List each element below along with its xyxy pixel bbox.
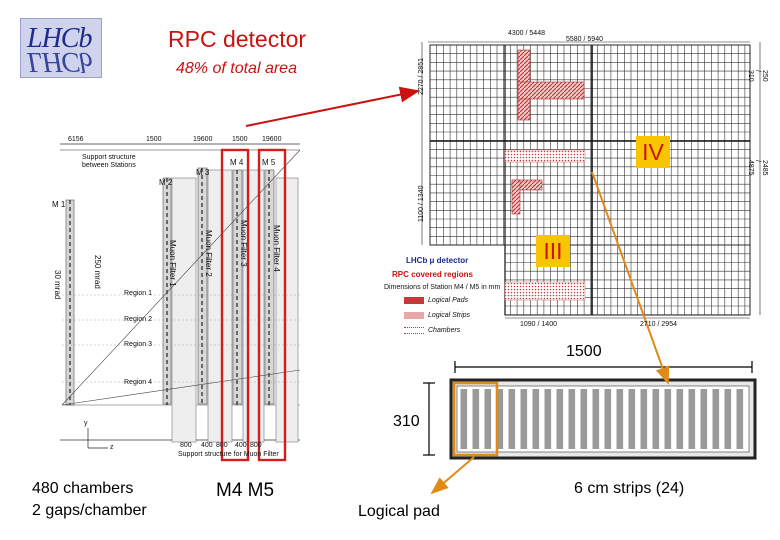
axis-y-label: y (84, 420, 88, 427)
quad-dim-bottom-0: 1090 / 1400 (520, 321, 557, 328)
dim-top-3: 1500 (232, 136, 248, 143)
region-4-label: Region 4 (124, 379, 153, 386)
legend-pads-swatch (404, 297, 424, 304)
station-m5-label: M 5 (262, 158, 276, 167)
quadrant-upper-area (429, 44, 751, 246)
readout-strip (460, 389, 468, 449)
readout-strip (724, 389, 732, 449)
readout-strip (652, 389, 660, 449)
m4-highlight-box (220, 148, 250, 462)
readout-strip (520, 389, 528, 449)
dim-bottom-3: 400 (235, 442, 247, 449)
readout-strip (472, 389, 480, 449)
logical-pad-highlight (452, 381, 499, 457)
strip-pointer-arrow (591, 171, 670, 385)
quad-dim-right-top: 250 / 310 (747, 70, 768, 82)
readout-strip (628, 389, 636, 449)
lhcb-logo: LHCb LHCb (20, 18, 102, 78)
dim-top-0: 6156 (68, 136, 84, 143)
readout-strip (664, 389, 672, 449)
caption-gaps: 2 gaps/chamber (32, 502, 147, 519)
m5-highlight-box (257, 148, 287, 462)
readout-strip (508, 389, 516, 449)
readout-strip (640, 389, 648, 449)
quad-dim-left-1: 1100 / 1340 (418, 185, 425, 222)
readout-strip (700, 389, 708, 449)
caption-logical-pad: Logical pad (358, 503, 440, 520)
region-iv-label: IV (636, 136, 670, 168)
chamber-row-iii (504, 281, 586, 301)
legend-pads-label: Logical Pads (428, 297, 469, 304)
readout-strip (532, 389, 540, 449)
legend-caption: Dimensions of Station M4 / M5 in mm (384, 284, 501, 291)
quad-dim-left-0: 2270 / 2851 (418, 58, 425, 95)
region-2-label: Region 2 (124, 316, 153, 323)
axis-z-label: z (110, 444, 114, 451)
support-note-line1: Support structure (82, 154, 136, 161)
readout-strip (496, 389, 504, 449)
legend-chambers-swatch (404, 327, 424, 334)
quad-dim-bottom-1: 2710 / 2954 (640, 321, 677, 328)
muon-filter-3: Muon Filter 3 (239, 220, 248, 267)
station-side-view (60, 143, 301, 449)
readout-strip (568, 389, 576, 449)
dim-top-1: 1500 (146, 136, 162, 143)
readout-strip (544, 389, 552, 449)
region-3-label: Region 3 (124, 341, 153, 348)
station-m4-label: M 4 (230, 158, 244, 167)
chamber-width-label: 1500 (566, 343, 602, 360)
legend-title: LHCb μ detector (406, 256, 469, 265)
legend-chambers-label: Chambers (428, 327, 461, 334)
slide-title: RPC detector (168, 26, 307, 52)
readout-strip (556, 389, 564, 449)
legend-subtitle: RPC covered regions (392, 270, 473, 279)
dim-bottom-0: 800 (180, 442, 192, 449)
caption-strips: 6 cm strips (24) (574, 480, 685, 497)
dim-top-4: 19600 (262, 136, 282, 143)
logo-text: LHCb (27, 23, 92, 54)
angle-250mrad: 250 mrad (93, 255, 102, 289)
readout-strip (580, 389, 588, 449)
readout-strip (592, 389, 600, 449)
quadrant-grid (429, 44, 751, 316)
station-m3-label: M 3 (196, 168, 210, 177)
dim-bottom-1: 400 (201, 442, 213, 449)
legend-strips-swatch (404, 312, 424, 319)
readout-strip (484, 389, 492, 449)
station-m2-label: M 2 (159, 178, 173, 187)
chamber-drawing (423, 361, 757, 460)
readout-strip (688, 389, 696, 449)
quad-dim-right: 2485 / 4875 (747, 160, 768, 176)
dim-top-2: 19600 (193, 136, 213, 143)
readout-strip (676, 389, 684, 449)
muon-filter-2: Muon Filter 2 (204, 230, 213, 277)
highlight-row-pads (517, 81, 585, 100)
highlight-mid-column (511, 179, 521, 215)
readout-strip (604, 389, 612, 449)
support-filter-note: Support structure for Muon Filter (178, 451, 279, 458)
caption-chambers: 480 chambers (32, 480, 134, 497)
readout-strip (736, 389, 744, 449)
muon-filter-1: Muon Filter 1 (168, 240, 177, 287)
quad-dim-top-1: 5580 / 5940 (566, 36, 603, 43)
quad-dim-top-0: 4300 / 5448 (508, 30, 545, 37)
legend-strips-label: Logical Strips (428, 312, 471, 319)
slide-subtitle: 48% of total area (176, 60, 297, 77)
area-pointer-arrow (245, 86, 420, 127)
muon-filter-4: Muon Filter 4 (272, 225, 281, 272)
chamber-row-iv (504, 149, 586, 163)
dim-bottom-4: 800 (250, 442, 262, 449)
angle-30mrad: 30 mrad (53, 270, 62, 300)
readout-strip (616, 389, 624, 449)
support-note-line2: between Stations (82, 162, 136, 169)
station-m1-label: M 1 (52, 200, 66, 209)
caption-stations: M4 M5 (216, 480, 275, 501)
region-1-label: Region 1 (124, 290, 153, 297)
dim-bottom-2: 800 (216, 442, 228, 449)
logical-pad-arrow (430, 456, 475, 495)
readout-strip (712, 389, 720, 449)
chamber-height-label: 310 (393, 413, 420, 430)
region-iii-label: III (536, 235, 570, 267)
